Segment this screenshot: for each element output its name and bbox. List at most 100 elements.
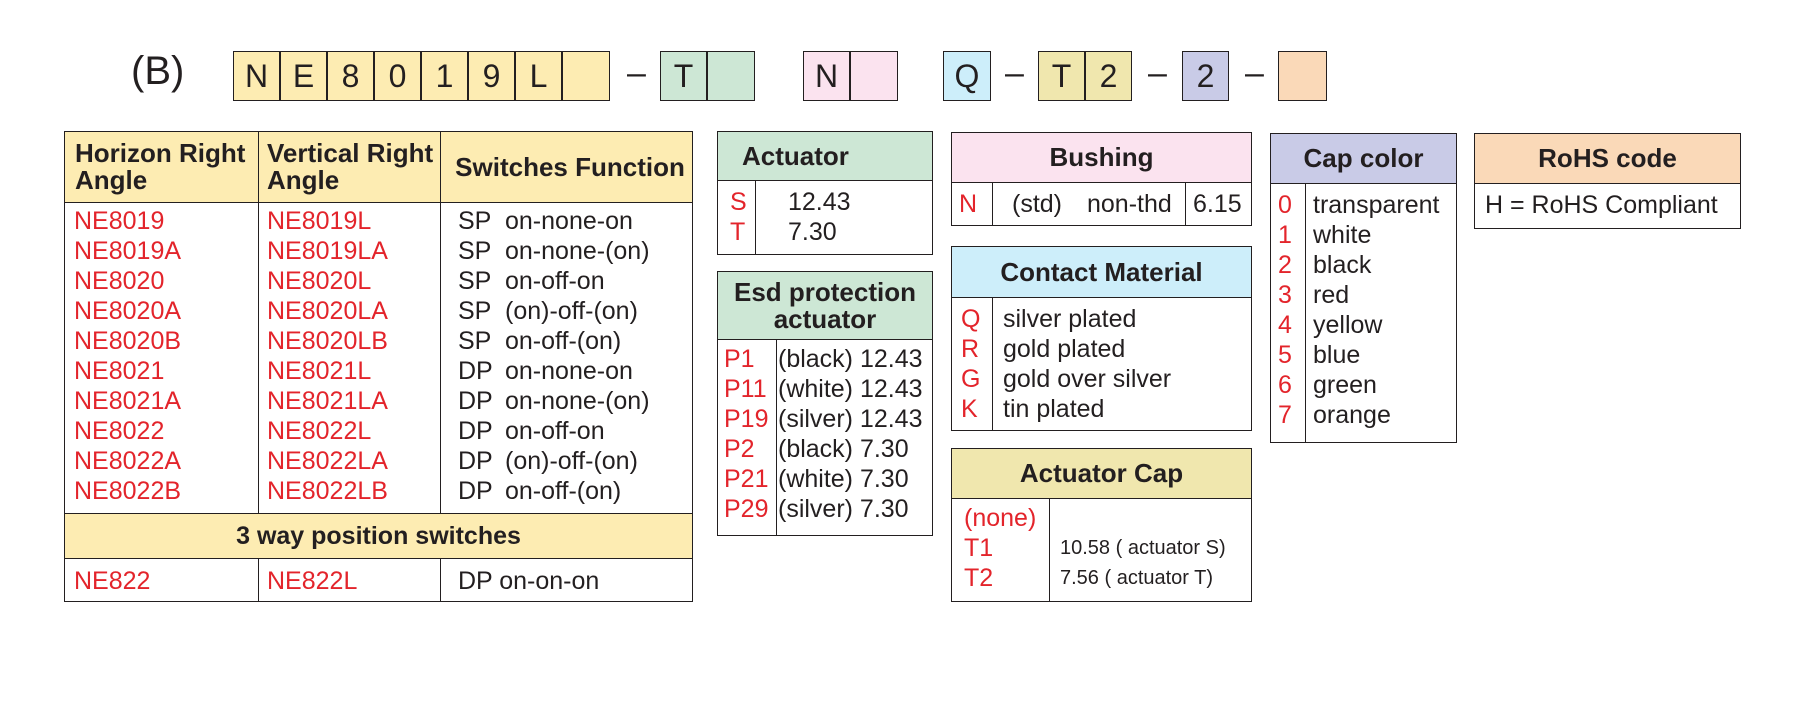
code-cell: T — [1038, 51, 1085, 101]
esd-desc: (silver) 7.30 — [778, 495, 909, 523]
bushing-std: (std) — [1012, 190, 1062, 218]
function-pole-list: SP SP SP SP SP DP DP DP DP DP — [458, 206, 493, 506]
contact-title: Contact Material — [952, 247, 1251, 298]
function-desc: DP on-on-on — [458, 567, 600, 595]
color-value: red — [1313, 281, 1350, 309]
color-code: 6 — [1278, 371, 1292, 399]
contact-value: tin plated — [1003, 395, 1105, 423]
model-number: NE8019A — [74, 237, 182, 265]
dash: – — [1148, 54, 1167, 92]
model-number: NE8020LA — [267, 297, 388, 325]
pole-type: DP — [458, 447, 493, 475]
esd-code: P21 — [724, 465, 769, 493]
cap-code: T1 — [964, 534, 994, 562]
pole-type: SP — [458, 237, 492, 265]
horizon-list: NE8019 NE8019A NE8020 NE8020A NE8020B NE… — [74, 206, 181, 506]
cap-code: T2 — [964, 564, 994, 592]
model-number: NE822L — [267, 567, 358, 595]
actuator-value: 12.43 — [788, 188, 851, 216]
model-number: NE8022A — [74, 447, 182, 475]
cap-code: (none) — [964, 504, 1037, 532]
esd-code: P19 — [724, 405, 769, 433]
color-value: black — [1313, 251, 1372, 279]
model-number: NE8021 — [74, 357, 165, 385]
esd-desc: (silver) 12.43 — [778, 405, 923, 433]
esd-code: P29 — [724, 495, 769, 523]
color-value: green — [1313, 371, 1377, 399]
esd-code: P2 — [724, 435, 755, 463]
esd-code: P11 — [724, 375, 767, 403]
model-number: NE8022LB — [267, 477, 388, 505]
esd-desc: (white) 7.30 — [778, 465, 909, 493]
model-number: NE8020A — [74, 297, 182, 325]
bushing-code: N — [959, 190, 978, 218]
function-desc: (on)-off-(on) — [505, 297, 638, 325]
col-divider — [440, 132, 441, 513]
code-cell — [850, 51, 898, 101]
esd-box: Esd protection actuator P1 P11 P19 P2 P2… — [717, 271, 933, 536]
function-desc-list: on-none-on on-none-(on) on-off-on (on)-o… — [505, 206, 650, 506]
pole-type: SP — [458, 267, 492, 295]
model-number: NE8019 — [74, 207, 165, 235]
col-divider — [258, 132, 259, 601]
contact-value: gold over silver — [1003, 365, 1172, 393]
col-divider — [1305, 183, 1306, 442]
model-number: NE8021L — [267, 357, 372, 385]
code-cell: 0 — [374, 51, 421, 101]
rohs-value: H = RoHS Compliant — [1485, 191, 1718, 219]
actuator-cap-title: Actuator Cap — [952, 449, 1251, 499]
dash: – — [627, 54, 646, 92]
rohs-title: RoHS code — [1475, 134, 1740, 184]
actuator-value: 7.30 — [788, 218, 837, 246]
col-divider — [755, 180, 756, 254]
bushing-type: non-thd — [1087, 190, 1172, 218]
pole-type: SP — [458, 297, 492, 325]
color-code: 1 — [1278, 221, 1292, 249]
contact-code: K — [961, 395, 978, 423]
col-divider — [992, 297, 993, 430]
code-cell: 9 — [468, 51, 515, 101]
actuator-code: S — [730, 188, 747, 216]
cap-value: 7.56 ( actuator T) — [1060, 567, 1214, 589]
col-divider — [440, 559, 441, 601]
bushing-value: 6.15 — [1193, 190, 1242, 218]
model-number: NE8022L — [267, 417, 372, 445]
model-table: Horizon Right Angle Vertical Right Angle… — [64, 131, 693, 602]
esd-desc: (black) 12.43 — [778, 345, 923, 373]
code-cell — [562, 51, 610, 101]
color-code: 2 — [1278, 251, 1292, 279]
color-value: orange — [1313, 401, 1391, 429]
function-desc: (on)-off-(on) — [505, 447, 638, 475]
vertical-list: NE8019L NE8019LA NE8020L NE8020LA NE8020… — [267, 206, 388, 506]
header-horizon: Horizon Right Angle — [75, 138, 246, 195]
contact-value: gold plated — [1003, 335, 1126, 363]
code-cell: 2 — [1085, 51, 1132, 101]
code-cell: N — [803, 51, 850, 101]
pole-type: SP — [458, 327, 492, 355]
bushing-box: Bushing N (std) non-thd 6.15 — [951, 132, 1252, 226]
code-cell: L — [515, 51, 562, 101]
pole-type: DP — [458, 477, 493, 505]
contact-code: Q — [961, 305, 981, 333]
function-desc: on-none-on — [505, 207, 633, 235]
function-desc: on-off-on — [505, 267, 605, 295]
model-number: NE8019L — [267, 207, 372, 235]
function-desc: on-none-(on) — [505, 237, 650, 265]
model-number: NE8022 — [74, 417, 165, 445]
dash: – — [1005, 54, 1024, 92]
contact-code: R — [961, 335, 980, 363]
code-cell — [707, 51, 755, 101]
cap-color-title: Cap color — [1271, 134, 1456, 184]
esd-title: Esd protection actuator — [718, 272, 932, 340]
section-label: (B) — [131, 49, 185, 93]
pole-type: DP — [458, 357, 493, 385]
code-cell: 8 — [327, 51, 374, 101]
color-value: white — [1313, 221, 1372, 249]
cap-color-box: Cap color 0 1 2 3 4 5 6 7 transparent wh… — [1270, 133, 1457, 443]
bushing-title: Bushing — [952, 133, 1251, 183]
actuator-code: T — [730, 218, 746, 246]
code-cell: N — [233, 51, 280, 101]
function-desc: on-off-(on) — [505, 327, 622, 355]
actuator-cap-box: Actuator Cap (none) T1 T2 10.58 ( actuat… — [951, 448, 1252, 602]
header-vertical: Vertical Right Angle — [267, 138, 434, 195]
